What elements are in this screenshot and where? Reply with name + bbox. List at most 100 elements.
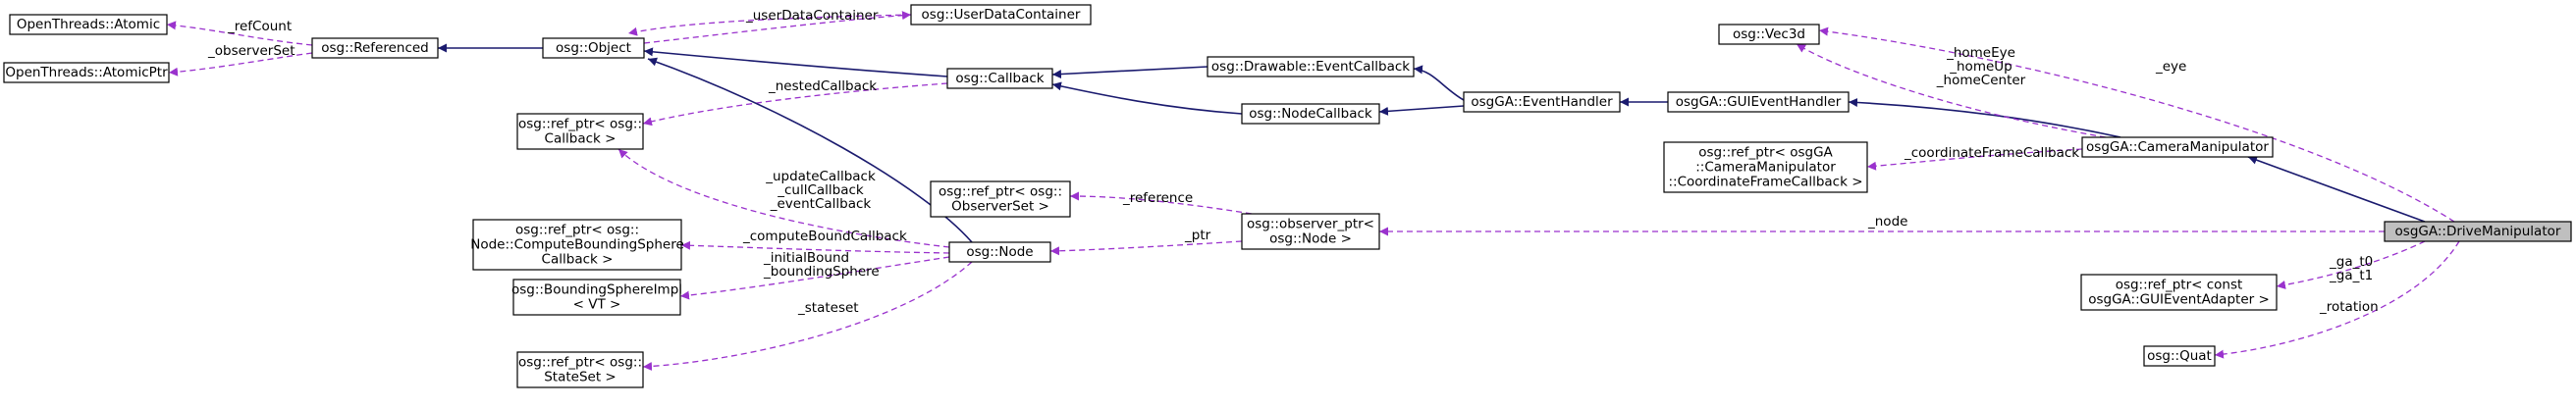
- edge-label-userdatacontainer: _userDataContainer: [745, 8, 879, 24]
- class-node-label: osg::ref_ptr< osg::: [518, 355, 642, 371]
- class-node-quat[interactable]: osg::Quat: [2143, 345, 2216, 367]
- class-node-label: osg::Vec3d: [1733, 26, 1805, 42]
- edge-cameramanip-to-guieventhandler: [1848, 97, 2121, 138]
- edge-label-home: _homeUp: [1949, 59, 2012, 75]
- class-node-label: Node::ComputeBoundingSphere: [470, 237, 684, 253]
- class-node-label: osg::ref_ptr< osg::: [518, 117, 642, 132]
- inheritance-arrow: [1848, 97, 2121, 138]
- class-node-cameramanip[interactable]: osgGA::CameraManipulator: [2081, 136, 2274, 158]
- class-node-refobserverset[interactable]: osg::ref_ptr< osg::ObserverSet >: [930, 180, 1071, 218]
- class-node-object[interactable]: osg::Object: [542, 37, 645, 59]
- usage-arrow: [627, 14, 912, 36]
- class-node-label: osgGA::GUIEventAdapter >: [2088, 292, 2270, 308]
- edge-label-ptr: _ptr: [1184, 228, 1211, 243]
- edge-nodecallback-to-callback: [1051, 81, 1243, 115]
- class-node-label: osg::Quat: [2147, 348, 2212, 364]
- edge-label-nestedcallback: _nestedCallback: [768, 78, 877, 94]
- class-node-label: osg::BoundingSphereImpl: [511, 282, 682, 298]
- class-node-atomic[interactable]: OpenThreads::Atomic: [9, 14, 168, 35]
- inheritance-arrow: [1378, 105, 1465, 116]
- class-node-label: osg::Object: [556, 40, 631, 56]
- class-node-box: [1667, 91, 1850, 113]
- class-node-refguiea[interactable]: osg::ref_ptr< constosgGA::GUIEventAdapte…: [2080, 274, 2278, 311]
- class-node-label: osg::Node: [966, 244, 1033, 260]
- edge-node-to-refstateset: [642, 261, 973, 371]
- edge-cameramanip-to-vec3d: [1796, 43, 2107, 138]
- edge-eventhandler-to-nodecallback: [1378, 105, 1465, 116]
- edge-node-to-object: [647, 57, 973, 243]
- edge-label-refcount: _refCount: [227, 19, 292, 34]
- class-node-guieventhandler[interactable]: osgGA::GUIEventHandler: [1667, 91, 1850, 113]
- class-node-label: osgGA::EventHandler: [1471, 94, 1613, 110]
- usage-arrow: [643, 11, 912, 44]
- class-node-box: [930, 180, 1071, 218]
- edge-drivemanip-to-cameramanip: [2247, 155, 2426, 223]
- class-node-label: osg::ref_ptr< const: [2116, 278, 2243, 293]
- edge-label-node_callbacks: _eventCallback: [770, 196, 872, 212]
- class-node-node[interactable]: osg::Node: [948, 241, 1051, 263]
- edge-userdata-to-object: [627, 14, 912, 36]
- class-node-box: [472, 219, 682, 271]
- class-node-label: osg::Referenced: [321, 40, 429, 56]
- class-node-nodecallback[interactable]: osg::NodeCallback: [1241, 103, 1380, 125]
- class-node-label: osg::Callback: [955, 71, 1044, 86]
- class-node-label: Callback >: [542, 252, 614, 268]
- class-node-box: [516, 351, 644, 388]
- class-node-atomicptr[interactable]: OpenThreads::AtomicPtr: [3, 62, 170, 83]
- edge-referenced-to-atomicptr: [168, 52, 313, 77]
- edge-observerptr-to-node: [1049, 240, 1243, 256]
- class-node-label: StateSet >: [544, 370, 617, 385]
- class-node-box: [542, 37, 645, 59]
- class-node-drawableevent[interactable]: osg::Drawable::EventCallback: [1207, 56, 1415, 77]
- class-node-eventhandler[interactable]: osgGA::EventHandler: [1463, 91, 1621, 113]
- class-node-label: OpenThreads::AtomicPtr: [5, 65, 168, 80]
- class-node-box: [3, 62, 170, 83]
- edge-label-bounds: _initialBound: [763, 250, 849, 266]
- edge-label-node_callbacks: _updateCallback: [765, 169, 876, 184]
- class-node-refstateset[interactable]: osg::ref_ptr< osg::StateSet >: [516, 351, 644, 388]
- class-node-vec3d[interactable]: osg::Vec3d: [1718, 24, 1820, 45]
- class-node-label: osg::ref_ptr< osg::: [515, 223, 639, 238]
- usage-arrow: [642, 261, 973, 371]
- edge-node-to-refcbs: [680, 240, 950, 254]
- edge-callback-to-refcallback: [642, 82, 948, 127]
- edge-eventhandler-to-drawableevent: [1413, 65, 1465, 101]
- class-node-label: osgGA::DriveManipulator: [2395, 224, 2561, 239]
- inheritance-arrow: [1051, 81, 1243, 115]
- edge-drivemanip-to-quat: [2214, 240, 2460, 359]
- edge-drawableevent-to-callback: [1051, 66, 1208, 79]
- usage-arrow: [617, 148, 950, 248]
- class-node-refcfcb[interactable]: osg::ref_ptr< osgGA::CameraManipulator::…: [1663, 141, 1868, 193]
- edge-observerptr-to-refobserverset: [1069, 191, 1253, 215]
- usage-arrow: [1796, 43, 2107, 138]
- edge-label-home: _homeCenter: [1936, 73, 2026, 88]
- class-node-observerptr[interactable]: osg::observer_ptr<osg::Node >: [1241, 213, 1380, 250]
- class-node-drivemanip[interactable]: osgGA::DriveManipulator: [2384, 221, 2572, 242]
- inheritance-arrow: [647, 57, 973, 243]
- edge-referenced-to-atomic: [166, 21, 313, 46]
- usage-arrow: [2214, 240, 2460, 359]
- class-node-userdata[interactable]: osg::UserDataContainer: [910, 4, 1092, 26]
- usage-arrow: [166, 21, 313, 46]
- edge-drivemanip-to-refguiea: [2276, 240, 2426, 289]
- edge-label-node: _node: [1867, 214, 1907, 230]
- usage-arrow: [168, 52, 313, 77]
- inheritance-arrow: [2247, 155, 2426, 223]
- class-node-label: osg::Node >: [1269, 231, 1352, 247]
- class-node-callback[interactable]: osg::Callback: [946, 68, 1053, 89]
- class-node-label: osgGA::GUIEventHandler: [1676, 94, 1842, 110]
- class-node-box: [1207, 56, 1415, 77]
- edge-label-ga: _ga_t0: [2329, 254, 2373, 270]
- class-node-label: ::CoordinateFrameCallback >: [1668, 175, 1862, 190]
- class-node-box: [2080, 274, 2278, 311]
- class-node-label: ObserverSet >: [951, 199, 1049, 215]
- edge-label-computebound: _computeBoundCallback: [742, 229, 907, 244]
- class-node-referenced[interactable]: osg::Referenced: [311, 37, 439, 59]
- edge-label-node_callbacks: _cullCallback: [777, 182, 864, 198]
- class-node-label: osg::Drawable::EventCallback: [1211, 59, 1410, 75]
- class-node-bsimpl[interactable]: osg::BoundingSphereImpl< VT >: [511, 279, 682, 316]
- class-node-box: [2384, 221, 2572, 242]
- class-node-label: OpenThreads::Atomic: [17, 17, 160, 32]
- class-node-refcallback[interactable]: osg::ref_ptr< osg::Callback >: [516, 113, 644, 150]
- class-node-refcbs[interactable]: osg::ref_ptr< osg::Node::ComputeBounding…: [470, 219, 684, 271]
